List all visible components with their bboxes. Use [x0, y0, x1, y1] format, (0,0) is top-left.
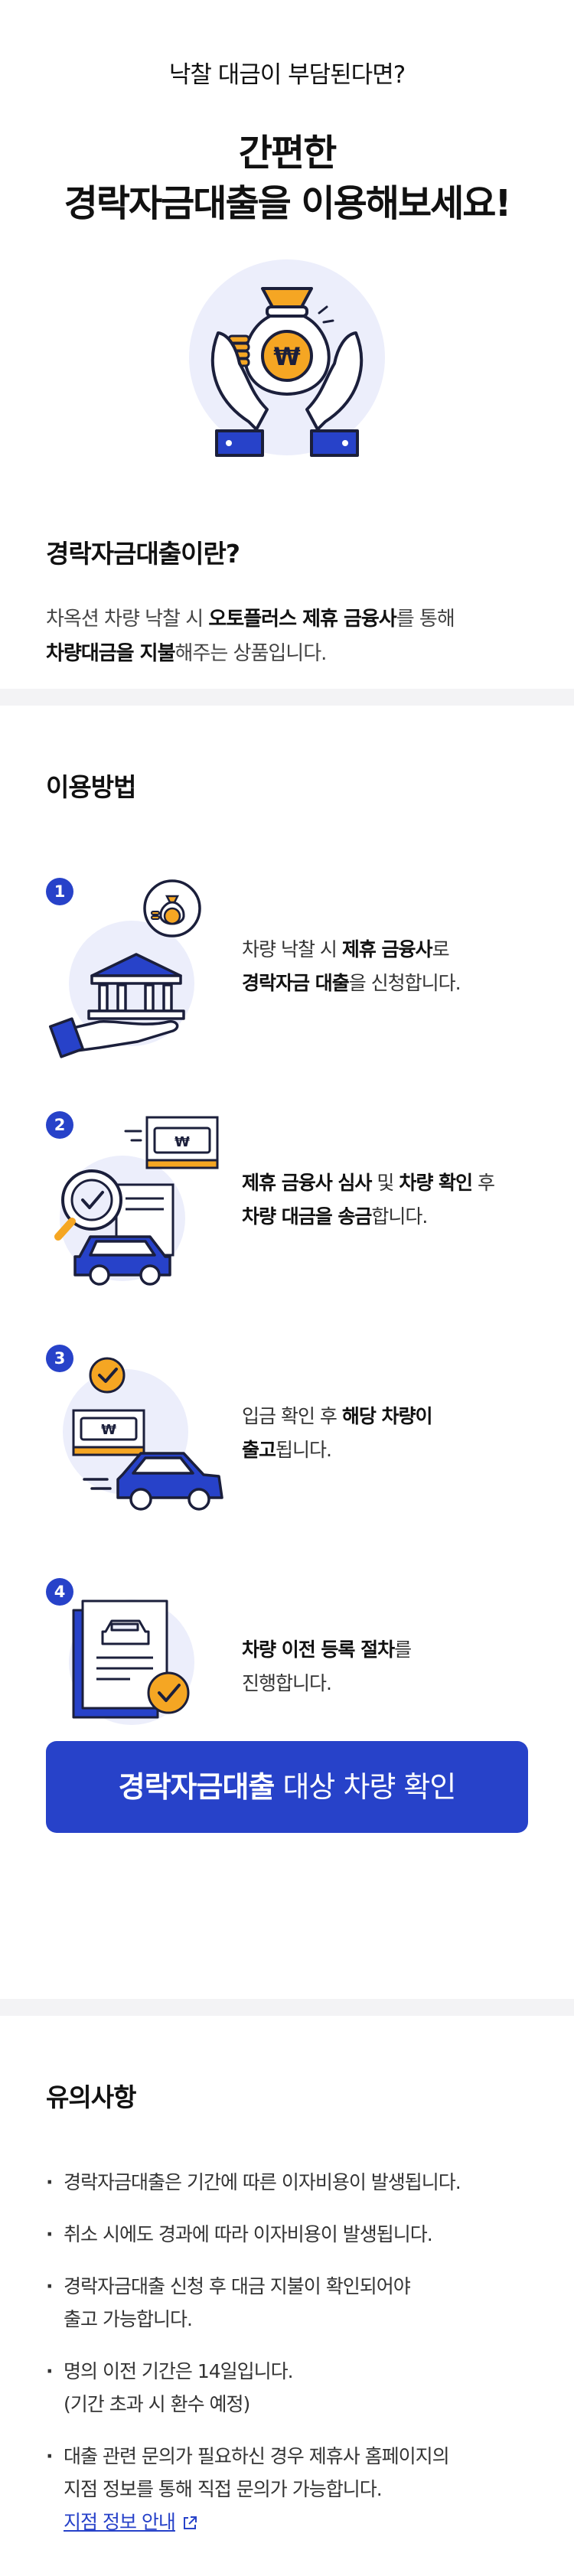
branch-info-link-row: 지점 정보 안내: [64, 2506, 528, 2539]
intro-title: 경락자금대출이란?: [46, 539, 240, 569]
step-description: 차량 이전 등록 절차를 진행합니다.: [242, 1633, 533, 1700]
check-icon: [89, 1357, 126, 1394]
usage-title: 이용방법: [46, 772, 136, 802]
intro-desc-highlight: 차량대금을 지불: [46, 642, 175, 665]
hero-title-line2: 경락자금대출을 이용해보세요!: [64, 182, 512, 225]
hero-title-line1: 간편한: [238, 132, 337, 174]
notice-text: (기간 초과 시 환수 예정): [64, 2393, 250, 2415]
step-description: 입금 확인 후 해당 차량이 출고됩니다.: [242, 1400, 533, 1467]
intro-desc-text: 차옥션 차량 낙찰 시: [46, 608, 209, 631]
notice-item: 대출 관련 문의가 필요하신 경우 제휴사 홈페이지의 지점 정보를 통해 직접…: [46, 2440, 528, 2539]
step-highlight: 제휴 금융사 심사: [242, 1172, 372, 1194]
step-description: 차량 낙찰 시 제휴 금융사로 경락자금 대출을 신청합니다.: [242, 933, 533, 1000]
notice-title: 유의사항: [46, 2082, 136, 2112]
notice-text: 경락자금대출 신청 후 대금 지불이 확인되어야: [64, 2275, 411, 2297]
intro-desc-text: 를 통해: [396, 608, 455, 631]
step-highlight: 차량 확인: [399, 1172, 473, 1194]
hand-icon: [48, 1017, 179, 1058]
registration-document-illustration: [69, 1599, 194, 1725]
step-highlight: 출고: [242, 1439, 276, 1461]
car-icon: [73, 1235, 171, 1286]
intro-desc-highlight: 오토플러스 제휴 금융사: [208, 608, 396, 631]
usage-step-1: 1 차량 낙찰 시 제휴 금융사로 경락자금 대출을 신청합니다.: [46, 878, 528, 1077]
notice-text: 출고 가능합니다.: [64, 2308, 193, 2330]
step-text: 됩니다.: [276, 1439, 332, 1461]
hero-section: 낙찰 대금이 부담된다면? 간편한 경락자금대출을 이용해보세요! ₩: [0, 0, 574, 689]
step-description: 제휴 금융사 심사 및 차량 확인 후 차량 대금을 송금합니다.: [242, 1166, 533, 1234]
step-text: 를: [394, 1639, 412, 1661]
magnifier-icon: [54, 1169, 122, 1241]
step-highlight: 해당 차량이: [341, 1405, 433, 1427]
step-highlight: 제휴 금융사: [341, 938, 433, 960]
step-highlight: 경락자금 대출: [242, 972, 350, 994]
step-number: 2: [46, 1111, 73, 1139]
notice-text: 대출 관련 문의가 필요하신 경우 제휴사 홈페이지의: [64, 2445, 450, 2467]
notice-item: 취소 시에도 경과에 따라 이자비용이 발생됩니다.: [46, 2218, 528, 2251]
step-text: 진행합니다.: [242, 1672, 332, 1694]
notice-item: 경락자금대출은 기간에 따른 이자비용이 발생됩니다.: [46, 2166, 528, 2199]
svg-text:₩: ₩: [101, 1422, 116, 1438]
step-text: 후: [472, 1172, 495, 1194]
notice-text: 경락자금대출은 기간에 따른 이자비용이 발생됩니다.: [64, 2171, 461, 2193]
notice-item: 명의 이전 기간은 14일입니다. (기간 초과 시 환수 예정): [46, 2355, 528, 2421]
svg-text:₩: ₩: [174, 1134, 190, 1150]
step-highlight: 차량 이전 등록 절차: [242, 1639, 395, 1661]
money-bag-icon: ₩: [227, 287, 334, 396]
bank-hand-illustration: [48, 879, 201, 1058]
car-icon: [83, 1452, 223, 1511]
step-number: 3: [46, 1345, 73, 1372]
document-icon: [72, 1599, 168, 1719]
release-car-illustration: ₩: [63, 1357, 223, 1511]
section-divider: [0, 689, 574, 706]
check-icon: [147, 1671, 190, 1714]
cta-bold-label: 경락자금대출: [118, 1770, 276, 1804]
svg-text:₩: ₩: [273, 342, 300, 371]
usage-step-3: ₩ 3 입금 확인 후 해당 차량이 출고됩니다.: [46, 1345, 528, 1544]
usage-step-2: ₩: [46, 1111, 528, 1310]
notice-text: 명의 이전 기간은 14일입니다.: [64, 2360, 294, 2382]
step-text: 로: [432, 938, 450, 960]
usage-section: 이용방법: [0, 706, 574, 1999]
step-highlight: 차량 대금을 송금: [242, 1205, 372, 1228]
notice-section: 유의사항 경락자금대출은 기간에 따른 이자비용이 발생됩니다. 취소 시에도 …: [0, 2016, 574, 2539]
step-number: 1: [46, 878, 73, 905]
notice-text: 지점 정보를 통해 직접 문의가 가능합니다.: [64, 2478, 383, 2500]
notice-item: 경락자금대출 신청 후 대금 지불이 확인되어야 출고 가능합니다.: [46, 2270, 528, 2336]
notice-text: 취소 시에도 경과에 따라 이자비용이 발생됩니다.: [64, 2223, 433, 2245]
step-text: 입금 확인 후: [242, 1405, 342, 1427]
external-link-icon[interactable]: [181, 2515, 198, 2532]
usage-step-4: 4 차량 이전 등록 절차를 진행합니다.: [46, 1578, 528, 1777]
banknote-icon: ₩: [124, 1116, 219, 1169]
money-bag-hands-illustration: ₩: [189, 259, 385, 457]
bank-icon: [87, 953, 185, 1020]
step-text: 을 신청합니다.: [348, 972, 461, 994]
hero-subtitle: 낙찰 대금이 부담된다면?: [168, 61, 406, 89]
step-text: 차량 낙찰 시: [242, 938, 342, 960]
banknote-icon: ₩: [72, 1409, 145, 1456]
check-eligible-cars-button[interactable]: 경락자금대출 대상 차량 확인: [46, 1741, 528, 1833]
step-text: 및: [371, 1172, 400, 1194]
section-divider: [0, 1999, 574, 2016]
intro: 경락자금대출이란? 차옥션 차량 낙찰 시 오토플러스 제휴 금융사를 통해 차…: [0, 533, 574, 671]
hands-icon: [210, 331, 364, 457]
step-number: 4: [46, 1578, 73, 1606]
hero-title: 간편한 경락자금대출을 이용해보세요!: [0, 128, 574, 229]
step-text: 합니다.: [371, 1205, 428, 1228]
intro-desc-text: 해주는 상품입니다.: [174, 642, 328, 665]
cta-label: 대상 차량 확인: [274, 1770, 456, 1804]
money-bag-icon: [143, 879, 201, 937]
intro-description: 차옥션 차량 낙찰 시 오토플러스 제휴 금융사를 통해 차량대금을 지불해주는…: [46, 602, 528, 671]
branch-info-link[interactable]: 지점 정보 안내: [64, 2511, 176, 2533]
review-car-illustration: ₩: [54, 1116, 219, 1286]
notice-list: 경락자금대출은 기간에 따른 이자비용이 발생됩니다. 취소 시에도 경과에 따…: [46, 2166, 528, 2539]
